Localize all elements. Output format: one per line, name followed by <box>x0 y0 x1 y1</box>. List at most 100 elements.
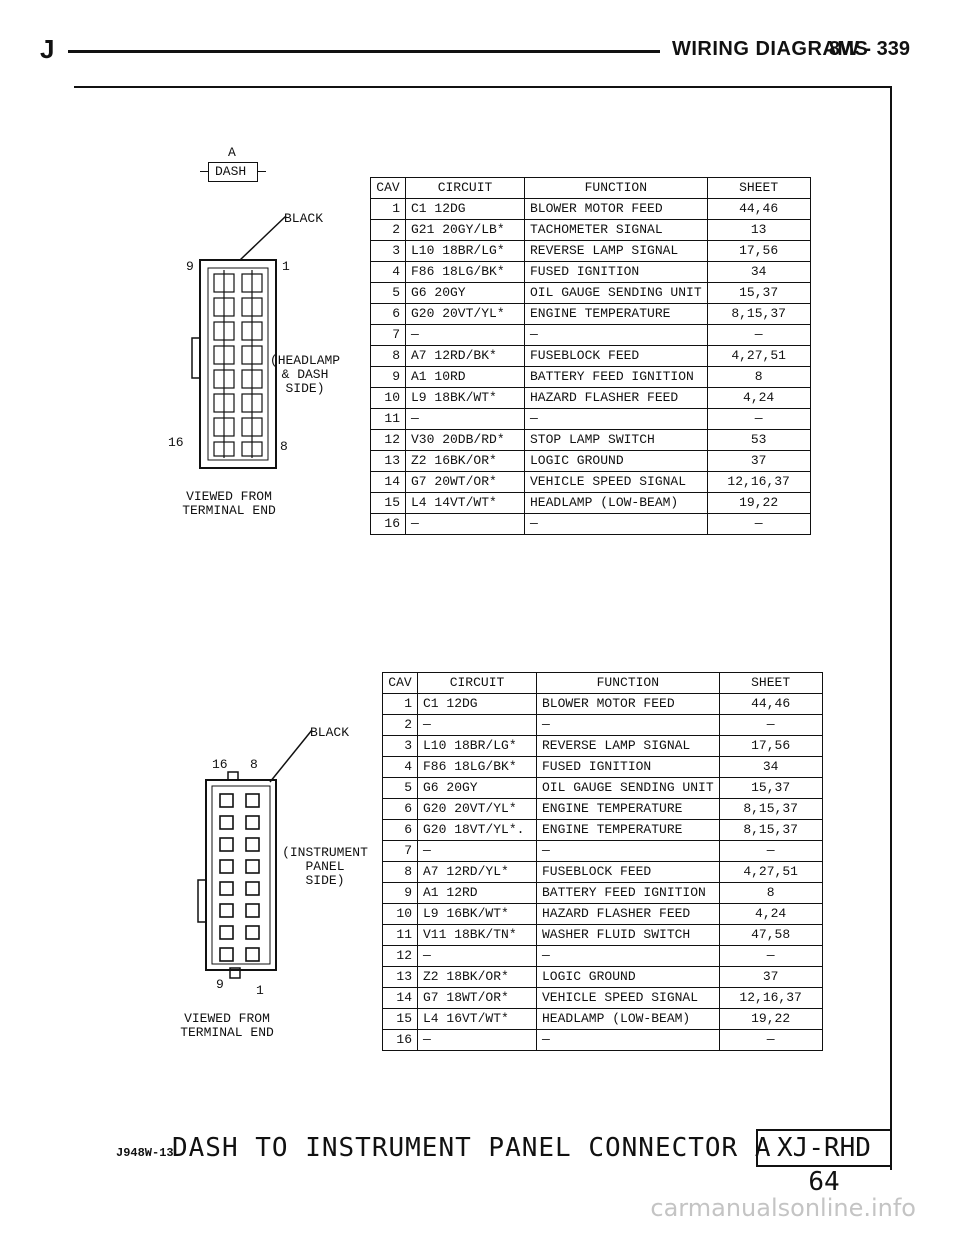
function-cell: HEADLAMP (LOW-BEAM) <box>524 492 708 514</box>
frame-top-rule <box>74 86 892 88</box>
dash-side-label: (HEADLAMP & DASH SIDE) <box>268 354 342 396</box>
column-header-function: FUNCTION <box>524 177 708 199</box>
sheet-cell: 34 <box>718 756 823 778</box>
panel-view-label: VIEWED FROM TERMINAL END <box>164 1012 290 1040</box>
circuit-cell: G7 18WT/OR* <box>417 987 537 1009</box>
sheet-cell: — <box>718 1029 823 1051</box>
circuit-cell: F86 18LG/BK* <box>417 756 537 778</box>
panel-pin-label-8: 8 <box>250 757 258 772</box>
sheet-cell: 8 <box>706 366 811 388</box>
function-cell: — <box>536 945 720 967</box>
function-cell: STOP LAMP SWITCH <box>524 429 708 451</box>
panel-view-label-line-1: VIEWED FROM <box>184 1011 270 1026</box>
cav-cell: 16 <box>382 1029 418 1051</box>
function-cell: ENGINE TEMPERATURE <box>536 819 720 841</box>
sheet-cell: 8,15,37 <box>718 819 823 841</box>
dash-side-label-line-2: & DASH <box>281 367 329 382</box>
function-cell: REVERSE LAMP SIGNAL <box>524 240 708 262</box>
cav-cell: 5 <box>370 282 406 304</box>
cav-cell: 10 <box>382 903 418 925</box>
table-row: 2——— <box>382 714 823 736</box>
function-cell: BATTERY FEED IGNITION <box>524 366 708 388</box>
function-cell: HAZARD FLASHER FEED <box>524 387 708 409</box>
cav-cell: 4 <box>382 756 418 778</box>
dash-view-label-line-1: VIEWED FROM <box>186 489 272 504</box>
panel-color-leader <box>269 729 313 783</box>
cav-cell: 11 <box>382 924 418 946</box>
circuit-cell: G20 18VT/YL*. <box>417 819 537 841</box>
column-header-function: FUNCTION <box>536 672 720 694</box>
cav-cell: 14 <box>382 987 418 1009</box>
dash-connector-body <box>191 259 277 469</box>
cav-cell: 8 <box>382 861 418 883</box>
cav-cell: 14 <box>370 471 406 493</box>
header-letter: J <box>40 34 55 64</box>
page-header: J WIRING DIAGRAMS 8W - 339 <box>40 30 910 70</box>
figure-footer: J948W-13 DASH TO INSTRUMENT PANEL CONNEC… <box>116 1129 906 1197</box>
cav-cell: 6 <box>382 798 418 820</box>
panel-side-label: (INSTRUMENT PANEL SIDE) <box>280 846 370 888</box>
cav-cell: 10 <box>370 387 406 409</box>
function-cell: — <box>524 408 708 430</box>
cav-cell: 5 <box>382 777 418 799</box>
cav-cell: 3 <box>370 240 406 262</box>
panel-pin-label-9: 9 <box>216 977 224 992</box>
cav-cell: 12 <box>370 429 406 451</box>
sheet-cell: 4,27,51 <box>718 861 823 883</box>
function-cell: — <box>536 840 720 862</box>
dash-view-label: VIEWED FROM TERMINAL END <box>166 490 292 518</box>
circuit-cell: A1 10RD <box>405 366 525 388</box>
function-cell: REVERSE LAMP SIGNAL <box>536 735 720 757</box>
cav-cell: 9 <box>370 366 406 388</box>
circuit-cell: C1 12DG <box>405 198 525 220</box>
cav-cell: 4 <box>370 261 406 283</box>
sheet-cell: 12,16,37 <box>706 471 811 493</box>
panel-side-label-line-3: SIDE) <box>305 873 345 888</box>
sheet-cell: 34 <box>706 261 811 283</box>
circuit-cell: G21 20GY/LB* <box>405 219 525 241</box>
cav-cell: 7 <box>382 840 418 862</box>
cav-cell: 8 <box>370 345 406 367</box>
dash-box-label: DASH <box>215 164 247 179</box>
circuit-cell: G6 20GY <box>405 282 525 304</box>
circuit-cell: A7 12RD/BK* <box>405 345 525 367</box>
circuit-cell: L10 18BR/LG* <box>405 240 525 262</box>
table-row: 11——— <box>370 408 811 430</box>
sheet-cell: — <box>706 513 811 535</box>
sheet-cell: 13 <box>706 219 811 241</box>
circuit-cell: C1 12DG <box>417 693 537 715</box>
sheet-cell: 19,22 <box>718 1008 823 1030</box>
circuit-cell: G20 20VT/YL* <box>417 798 537 820</box>
function-cell: — <box>524 324 708 346</box>
header-title: WIRING DIAGRAMS <box>672 38 869 60</box>
column-header-cav: CAV <box>370 177 406 199</box>
sheet-cell: 17,56 <box>706 240 811 262</box>
sheet-cell: 17,56 <box>718 735 823 757</box>
table-row: 16——— <box>382 1029 823 1051</box>
cav-cell: 7 <box>370 324 406 346</box>
circuit-cell: Z2 16BK/OR* <box>405 450 525 472</box>
circuit-cell: Z2 18BK/OR* <box>417 966 537 988</box>
cav-cell: 16 <box>370 513 406 535</box>
sheet-cell: — <box>706 408 811 430</box>
cav-cell: 3 <box>382 735 418 757</box>
circuit-cell: — <box>405 324 525 346</box>
circuit-cell: F86 18LG/BK* <box>405 261 525 283</box>
figure-caption: DASH TO INSTRUMENT PANEL CONNECTOR A <box>172 1133 772 1163</box>
cav-cell: 6 <box>382 819 418 841</box>
function-cell: LOGIC GROUND <box>524 450 708 472</box>
function-cell: WASHER FLUID SWITCH <box>536 924 720 946</box>
function-cell: ENGINE TEMPERATURE <box>524 303 708 325</box>
cav-cell: 6 <box>370 303 406 325</box>
circuit-cell: L9 18BK/WT* <box>405 387 525 409</box>
